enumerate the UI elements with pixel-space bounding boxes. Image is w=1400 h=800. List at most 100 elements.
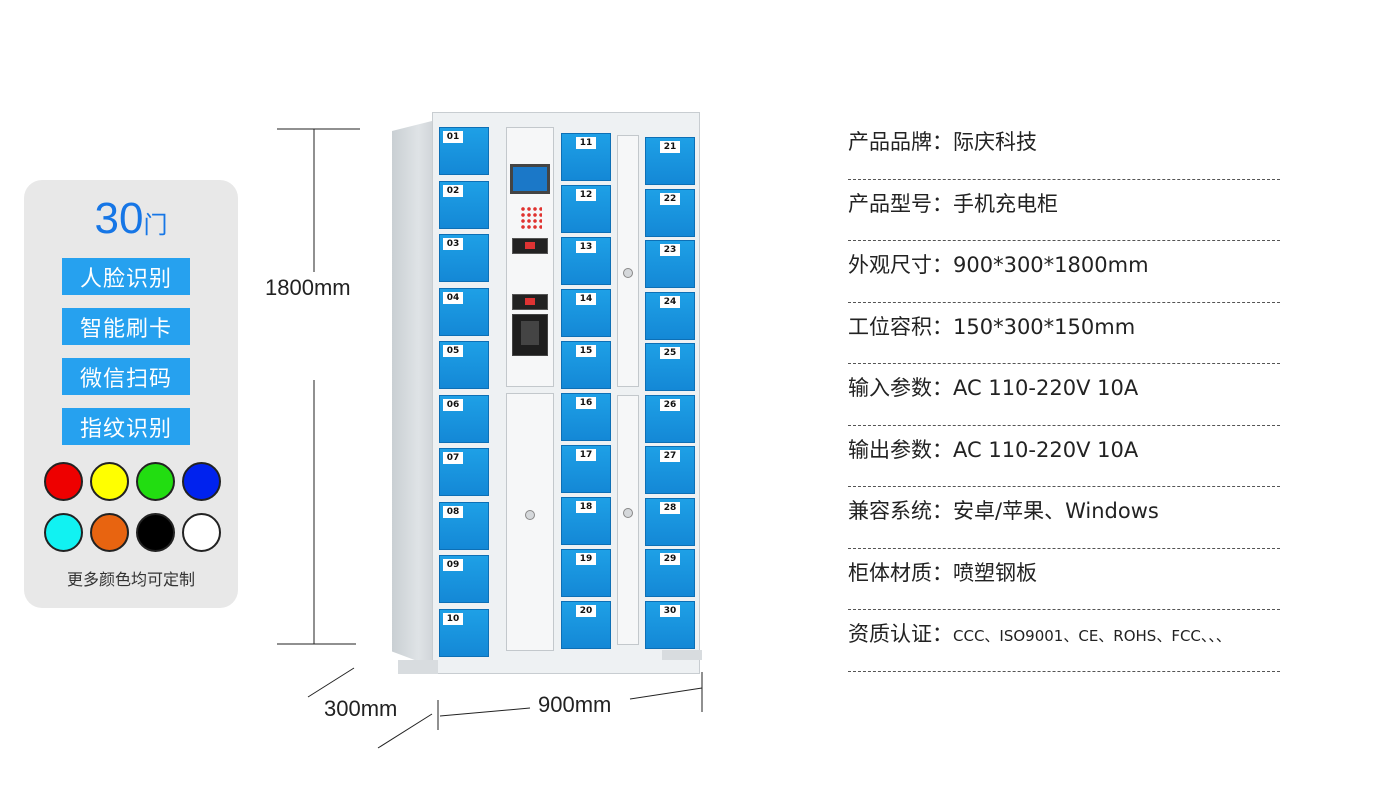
feature-wechat-scan: 微信扫码	[62, 358, 190, 395]
spec-list: 产品品牌：际庆科技 产品型号：手机充电柜 外观尺寸：900*300*1800mm…	[848, 118, 1280, 672]
locker-door: 04	[439, 287, 489, 336]
locker-number: 12	[576, 189, 596, 201]
color-swatches	[44, 462, 222, 552]
locker-number: 04	[443, 291, 463, 304]
locker-number: 25	[660, 347, 680, 359]
locker-door: 11	[561, 133, 611, 181]
locker-number: 07	[443, 452, 463, 464]
locker-door: 25	[645, 343, 695, 391]
storage-door-left	[506, 393, 554, 651]
spec-brand: 产品品牌：际庆科技	[848, 118, 1280, 180]
locker-door: 15	[561, 341, 611, 389]
locker-door: 21	[645, 137, 695, 185]
locker-number: 26	[660, 398, 680, 411]
color-swatch	[136, 513, 175, 552]
locker-door: 28	[645, 497, 695, 546]
spec-dimensions: 外观尺寸：900*300*1800mm	[848, 241, 1280, 303]
locker-number: 05	[443, 345, 463, 357]
locker-number: 08	[443, 505, 463, 518]
locker-number: 17	[576, 449, 596, 461]
locker-door: 22	[645, 188, 695, 237]
locker-number: 03	[443, 238, 463, 250]
spec-compartment-volume: 工位容积：150*300*150mm	[848, 303, 1280, 364]
locker-number: 27	[660, 450, 680, 462]
locker-door: 12	[561, 185, 611, 233]
color-swatch	[44, 513, 83, 552]
locker-number: 20	[576, 605, 596, 617]
feature-fingerprint: 指纹识别	[62, 408, 190, 445]
spec-text: 外观尺寸：900*300*1800mm	[848, 253, 1149, 277]
fingerprint-reader-icon	[512, 294, 548, 310]
control-panel-door	[506, 127, 554, 387]
locker-door: 14	[561, 289, 611, 337]
locker-door: 01	[439, 127, 489, 175]
cabinet-side	[392, 120, 436, 668]
spec-input: 输入参数：AC 110-220V 10A	[848, 364, 1280, 426]
scanner-icon	[512, 314, 548, 356]
locker-door: 24	[645, 291, 695, 340]
locker-number: 01	[443, 131, 463, 143]
width-label: 900mm	[538, 692, 612, 717]
cabinet-front: 01 02 03 04 05 06 07 08 09 10 11 12 13 14 15 16 17 18 19 2…	[432, 112, 700, 674]
depth-label: 300mm	[324, 696, 398, 721]
spec-text: 输出参数：AC 110-220V 10A	[848, 437, 1139, 462]
locker-door: 10	[439, 608, 489, 657]
door-count-number: 30	[94, 194, 144, 243]
locker-door: 02	[439, 180, 489, 229]
locker-door: 29	[645, 549, 695, 597]
spec-text: 输入参数：AC 110-220V 10A	[848, 376, 1139, 400]
locker-number: 28	[660, 501, 680, 514]
spec-certification: 资质认证：CCC、ISO9001、CE、ROHS、FCC、、、	[848, 610, 1280, 672]
lcd-screen	[510, 164, 550, 194]
spec-certification-text: 资质认证：CCC、ISO9001、CE、ROHS、FCC、、、	[848, 618, 1231, 648]
storage-door-lower	[617, 395, 639, 645]
locker-number: 18	[576, 501, 596, 513]
locker-number: 09	[443, 559, 463, 571]
storage-door-upper	[617, 135, 639, 387]
locker-door: 05	[439, 341, 489, 389]
spec-text: 柜体材质：喷塑钢板	[848, 560, 1037, 585]
locker-number: 23	[660, 244, 680, 256]
locker-door: 23	[645, 240, 695, 288]
locker-number: 06	[443, 398, 463, 411]
locker-door: 30	[645, 600, 695, 649]
color-swatch	[90, 513, 129, 552]
locker-door: 13	[561, 237, 611, 285]
spec-text: 工位容积：150*300*150mm	[848, 314, 1136, 339]
locker-door: 03	[439, 234, 489, 282]
locker-door: 07	[439, 448, 489, 496]
spec-value: CCC、ISO9001、CE、ROHS、FCC、、、	[953, 627, 1231, 645]
card-reader-icon	[512, 238, 548, 254]
feature-face-recognition: 人脸识别	[62, 258, 190, 295]
feature-card-swipe: 智能刷卡	[62, 308, 190, 345]
color-swatch	[136, 462, 175, 501]
color-swatch	[44, 462, 83, 501]
door-count-unit: 门	[143, 212, 168, 239]
locker-door: 16	[561, 393, 611, 441]
locker-number: 13	[576, 241, 596, 253]
locker-number: 19	[576, 553, 596, 565]
locker-door: 26	[645, 394, 695, 443]
keyhole-icon	[623, 268, 633, 278]
spec-material: 柜体材质：喷塑钢板	[848, 549, 1280, 610]
locker-door: 09	[439, 555, 489, 603]
locker-number: 29	[660, 553, 680, 565]
locker-number: 02	[443, 184, 463, 197]
locker-cabinet: 01 02 03 04 05 06 07 08 09 10 11 12 13 14 15 16 17 18 19 2…	[392, 112, 704, 678]
options-card: 30门 人脸识别 智能刷卡 微信扫码 指纹识别 更多颜色均可定制	[24, 180, 238, 608]
locker-number: 22	[660, 192, 680, 205]
locker-door: 27	[645, 446, 695, 494]
spec-text: 兼容系统：安卓/苹果、Windows	[848, 499, 1159, 523]
locker-door: 20	[561, 601, 611, 649]
spec-text: 产品品牌：际庆科技	[848, 130, 1037, 154]
locker-number: 10	[443, 612, 463, 625]
color-swatch	[182, 513, 221, 552]
spec-model: 产品型号：手机充电柜	[848, 180, 1280, 241]
custom-color-note: 更多颜色均可定制	[66, 570, 195, 589]
locker-number: 15	[576, 345, 596, 357]
locker-number: 30	[660, 604, 680, 617]
keyhole-icon	[525, 510, 535, 520]
spec-label: 资质认证：	[848, 622, 953, 646]
locker-door: 06	[439, 394, 489, 443]
locker-door: 08	[439, 501, 489, 550]
